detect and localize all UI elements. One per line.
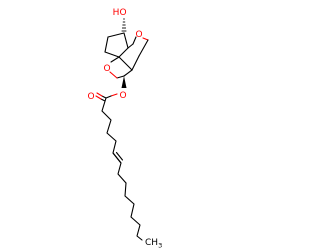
upper-ring-o-bond xyxy=(142,37,149,41)
ester-oxygen-label: O xyxy=(119,91,126,101)
carbonyl-oxygen-label: O xyxy=(87,92,94,102)
ester-carbon-bond xyxy=(105,95,112,99)
fatty-acid-chain xyxy=(101,97,127,184)
carbonyl-double-bond xyxy=(95,92,107,102)
hydroxyl-oxygen-label: O xyxy=(119,8,126,18)
ester-o-carbonyl-bond xyxy=(110,93,118,97)
cis-double-bond xyxy=(112,151,124,164)
upper-ring-oxygen-label: O xyxy=(135,30,142,40)
hydroxyl-hashed-bond xyxy=(121,18,127,32)
terminal-methyl-label: CH3 xyxy=(145,238,162,250)
terminal-methyl-text: CH xyxy=(145,238,158,248)
upper-ring-ch2-bond xyxy=(138,39,149,57)
ester-wedge-bond xyxy=(121,76,127,88)
hydroxyl-hydrogen-label: H xyxy=(113,8,120,18)
lower-ring-o-bond xyxy=(109,71,118,79)
upper-furanose-ring xyxy=(104,32,137,58)
molecule-structure-diagram: H O O O O O xyxy=(87,8,162,250)
lower-ring-oxygen-label: O xyxy=(103,64,110,74)
fatty-acid-chain-tail xyxy=(124,182,143,241)
terminal-methyl-subscript: 3 xyxy=(158,242,162,250)
lower-furanose-ring xyxy=(110,55,140,79)
